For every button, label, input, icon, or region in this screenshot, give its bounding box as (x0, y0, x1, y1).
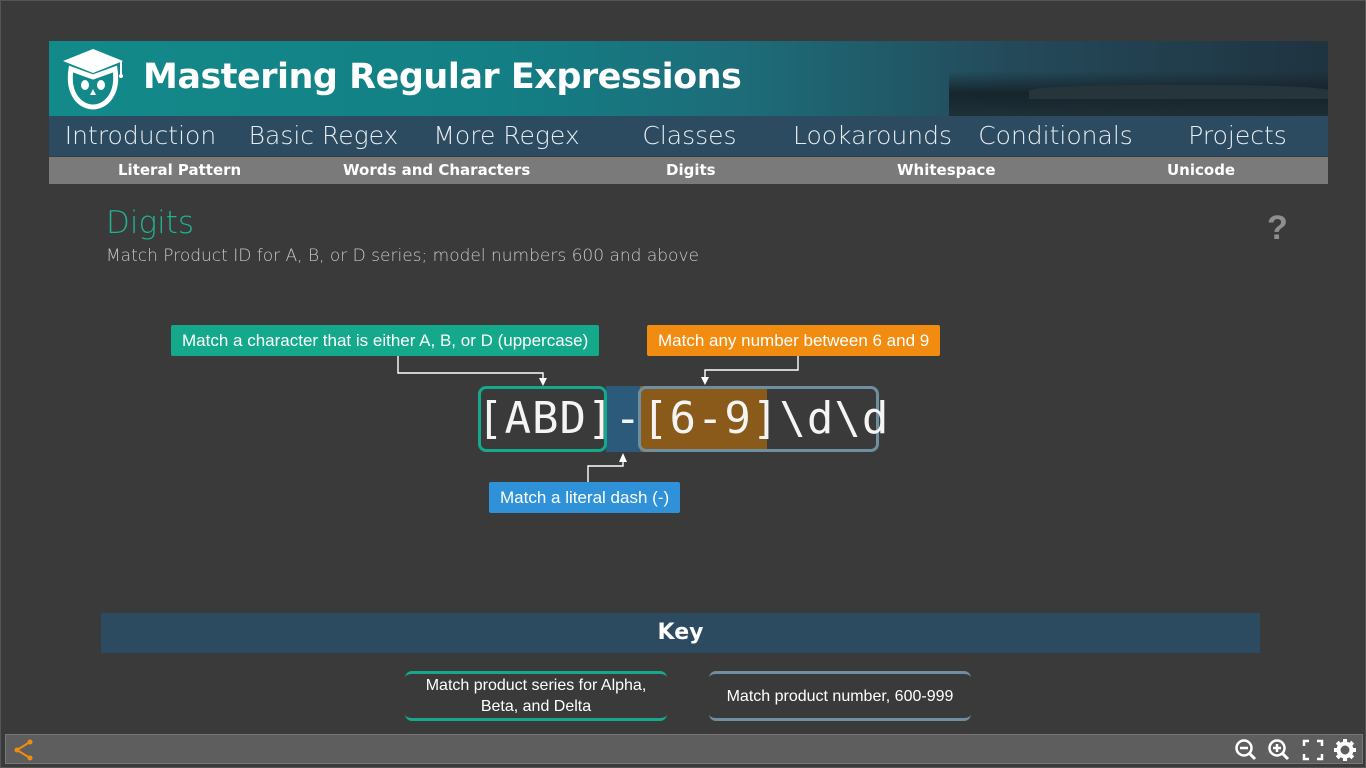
banner-horizon (949, 41, 1328, 116)
owl-graduation-cap-icon (63, 49, 123, 110)
regex-part-digits: \d\d (779, 393, 890, 444)
zoom-in-icon[interactable] (1267, 738, 1291, 762)
nav-item-introduction[interactable]: Introduction (64, 121, 217, 150)
settings-gear-icon[interactable] (1333, 738, 1357, 762)
key-header: Key (101, 613, 1260, 653)
nav-item-conditionals[interactable]: Conditionals (978, 121, 1133, 150)
regex-part-range: [6-9] (641, 393, 780, 444)
callout-abd: Match a character that is either A, B, o… (171, 325, 600, 356)
subnav-item-unicode[interactable]: Unicode (1167, 161, 1236, 179)
banner-island (1029, 85, 1328, 99)
nav-item-basic-regex[interactable]: Basic Regex (248, 121, 399, 150)
nav-item-more-regex[interactable]: More Regex (433, 121, 580, 150)
share-nodes-icon[interactable] (12, 738, 36, 762)
help-icon[interactable]: ? (1267, 209, 1288, 247)
regex-part-abd: [ABD] (477, 393, 615, 444)
regex-part-dash: - (614, 393, 642, 444)
subnav-item-digits[interactable]: Digits (666, 161, 716, 179)
key-series-label: Match product series for Alpha, Beta, an… (425, 677, 647, 715)
player-toolbar (5, 734, 1363, 764)
page-title: Digits (106, 205, 195, 241)
subnav-item-literal-pattern[interactable]: Literal Pattern (118, 161, 242, 179)
subnav-item-words-and-characters[interactable]: Words and Characters (343, 161, 531, 179)
nav-item-lookarounds[interactable]: Lookarounds (792, 121, 953, 150)
zoom-out-icon[interactable] (1234, 738, 1258, 762)
regex-dash-highlight (606, 386, 640, 452)
course-title: Mastering Regular Expressions (143, 57, 742, 97)
key-number-box: Match product number, 600-999 (709, 671, 971, 721)
fullscreen-icon[interactable] (1301, 738, 1325, 762)
nav-item-projects[interactable]: Projects (1188, 121, 1287, 150)
callout-range: Match any number between 6 and 9 (647, 325, 941, 356)
sub-nav: Literal Pattern Words and Characters Dig… (49, 157, 1328, 184)
subnav-item-whitespace[interactable]: Whitespace (897, 161, 996, 179)
regex-number-box (638, 386, 879, 452)
page-subtitle: Match Product ID for A, B, or D series; … (106, 246, 699, 266)
main-nav: Introduction Basic Regex More Regex Clas… (49, 116, 1328, 156)
key-number-label: Match product number, 600-999 (726, 687, 954, 705)
regex-abd-box (478, 386, 607, 452)
regex-expression: [ABD]-[6-9]\d\d (477, 386, 889, 452)
nav-item-classes[interactable]: Classes (642, 121, 737, 150)
key-series-box: Match product series for Alpha, Beta, an… (405, 671, 667, 721)
regex-range-highlight (640, 386, 767, 452)
callout-dash: Match a literal dash (-) (489, 482, 681, 513)
course-banner (49, 41, 1328, 116)
